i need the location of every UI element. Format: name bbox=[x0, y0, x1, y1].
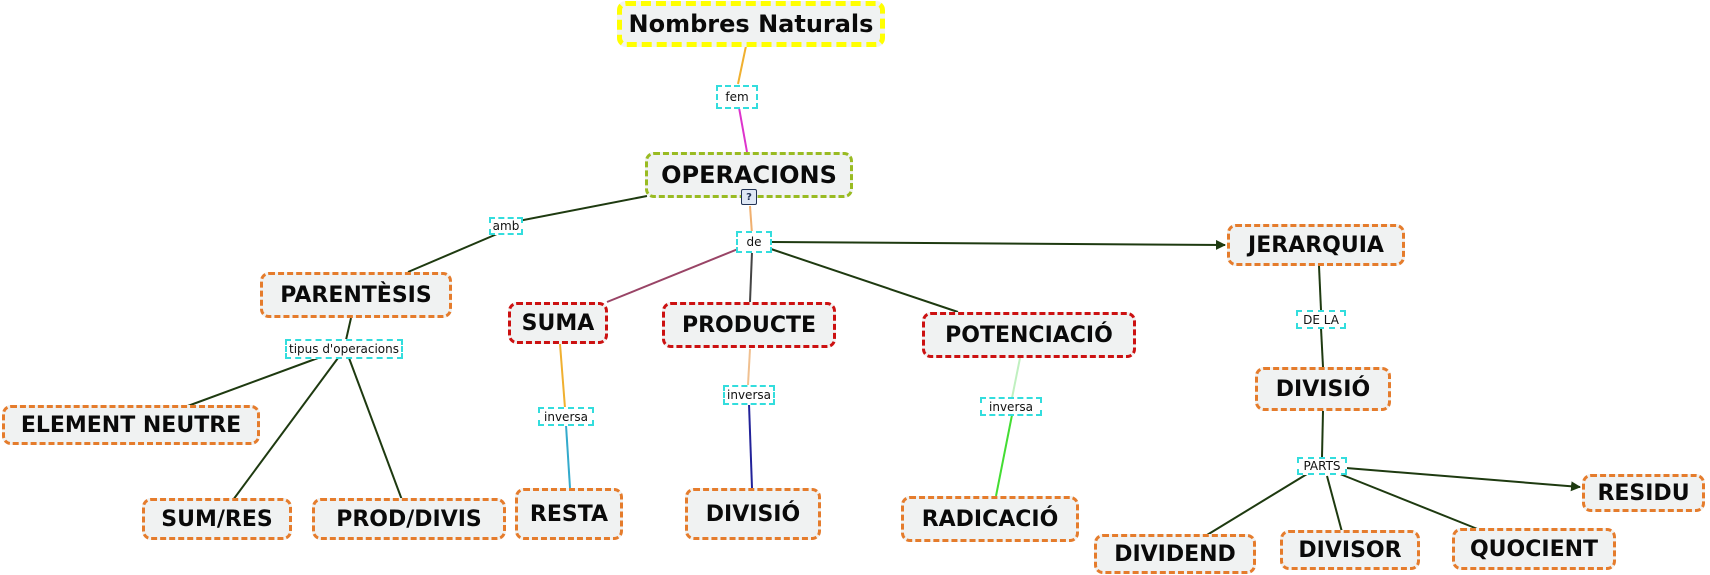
concept-quocient[interactable]: QUOCIENT bbox=[1452, 528, 1616, 570]
link-fem[interactable]: fem bbox=[716, 85, 758, 109]
edge-de-jerarquia bbox=[771, 239, 1226, 250]
edge-inversa-resta bbox=[565, 424, 571, 489]
link-de-la[interactable]: DE LA bbox=[1296, 310, 1346, 329]
concept-resta[interactable]: RESTA bbox=[515, 488, 623, 540]
concept-nombres-naturals[interactable]: Nombres Naturals bbox=[617, 1, 885, 47]
link-amb[interactable]: amb bbox=[489, 217, 523, 235]
concept-element-neutre[interactable]: ELEMENT NEUTRE bbox=[2, 405, 260, 445]
link-inversa-suma[interactable]: inversa bbox=[538, 407, 594, 426]
link-inversa-potenciacio[interactable]: inversa bbox=[980, 397, 1042, 416]
document-icon[interactable]: ? bbox=[741, 189, 757, 205]
concept-divisor[interactable]: DIVISOR bbox=[1280, 530, 1420, 570]
link-de[interactable]: de bbox=[736, 231, 772, 253]
concept-suma[interactable]: SUMA bbox=[508, 302, 608, 344]
edge-parts-residu bbox=[1345, 467, 1581, 492]
edge-producte-inversa bbox=[747, 348, 751, 386]
edge-tipus-prod-divis bbox=[348, 357, 403, 501]
edge-divisio-parts bbox=[1321, 410, 1324, 458]
edge-parts-quocient bbox=[1339, 473, 1481, 531]
concept-divisio-jerarquia[interactable]: DIVISIÓ bbox=[1255, 367, 1391, 411]
concept-residu[interactable]: RESIDU bbox=[1582, 474, 1705, 512]
edge-amb-parentesis bbox=[407, 233, 498, 273]
edge-fem-operacions bbox=[737, 101, 748, 153]
concept-jerarquia[interactable]: JERARQUIA bbox=[1227, 224, 1405, 266]
edge-tipus-element-neutre bbox=[184, 357, 319, 408]
edge-inversa-radicacio bbox=[995, 414, 1013, 497]
edge-nombres-fem bbox=[737, 45, 747, 85]
concept-prod-divis[interactable]: PROD/DIVIS bbox=[312, 498, 506, 540]
concept-sum-res[interactable]: SUM/RES bbox=[142, 498, 292, 540]
concept-potenciacio[interactable]: POTENCIACIÓ bbox=[922, 312, 1136, 358]
edge-tipus-sum-res bbox=[232, 357, 339, 501]
link-inversa-producte[interactable]: inversa bbox=[723, 385, 775, 405]
concept-radicacio[interactable]: RADICACIÓ bbox=[901, 496, 1079, 542]
concept-parentesis[interactable]: PARENTÈSIS bbox=[260, 272, 452, 318]
link-parts[interactable]: PARTS bbox=[1297, 457, 1347, 475]
concept-producte[interactable]: PRODUCTE bbox=[662, 302, 836, 348]
concept-dividend[interactable]: DIVIDEND bbox=[1094, 534, 1256, 574]
edge-dela-divisio bbox=[1320, 327, 1324, 368]
edge-de-suma bbox=[606, 248, 739, 303]
edge-de-producte bbox=[749, 251, 753, 303]
edge-parts-dividend bbox=[1206, 473, 1308, 536]
edge-potenciacio-inversa bbox=[1011, 357, 1021, 399]
edge-jerarquia-dela bbox=[1318, 265, 1322, 311]
edge-de-potenciacio bbox=[767, 247, 959, 313]
edge-parts-divisor bbox=[1326, 475, 1343, 533]
edge-operacions-de bbox=[749, 205, 753, 235]
edge-parentesis-tipus bbox=[345, 317, 352, 341]
edge-operacions-amb bbox=[507, 195, 648, 224]
edge-suma-inversa bbox=[559, 343, 566, 409]
concept-divisio-inversa[interactable]: DIVISIÓ bbox=[685, 488, 821, 540]
edge-inversa-divisio bbox=[748, 403, 753, 489]
link-tipus-operacions[interactable]: tipus d'operacions bbox=[285, 339, 403, 359]
